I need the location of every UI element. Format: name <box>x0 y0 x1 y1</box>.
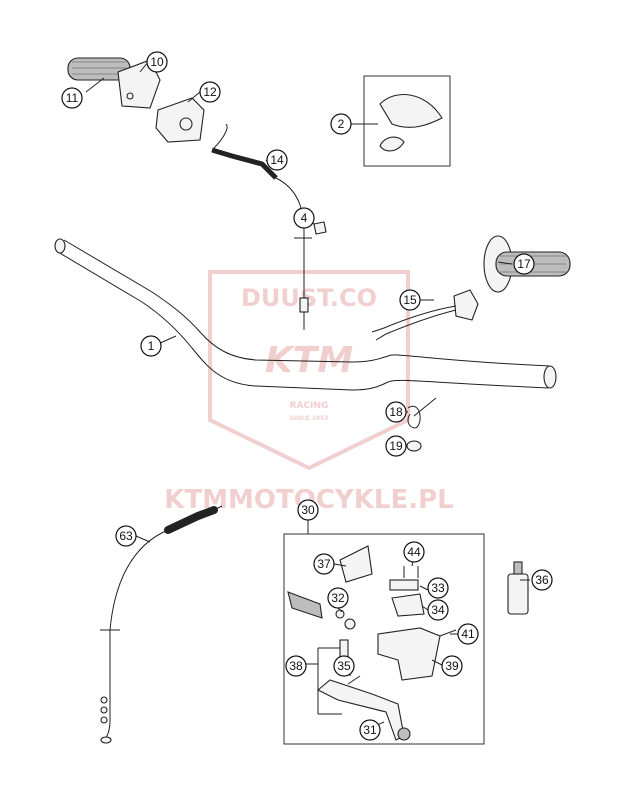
svg-text:34: 34 <box>431 603 445 617</box>
svg-text:1: 1 <box>148 339 155 353</box>
callout-4[interactable]: 4 <box>293 207 315 229</box>
watermark-racing: RACING <box>290 401 329 411</box>
nut-part-19 <box>406 440 422 452</box>
callout-38[interactable]: 38 <box>285 655 307 677</box>
callout-33[interactable]: 33 <box>427 577 449 599</box>
callout-39[interactable]: 39 <box>441 655 463 677</box>
svg-text:35: 35 <box>337 659 351 673</box>
callout-34[interactable]: 34 <box>427 599 449 621</box>
callout-18[interactable]: 18 <box>385 401 407 423</box>
callout-32[interactable]: 32 <box>327 587 349 609</box>
svg-text:17: 17 <box>517 257 531 271</box>
svg-text:10: 10 <box>150 55 164 69</box>
svg-text:33: 33 <box>431 581 445 595</box>
throttle-cable <box>211 123 312 330</box>
svg-text:30: 30 <box>301 503 315 517</box>
watermark-brand-top: DUUST.CO <box>241 284 377 312</box>
clutch-assembly-box <box>283 520 485 745</box>
svg-text:19: 19 <box>389 439 403 453</box>
callout-63[interactable]: 63 <box>115 525 137 547</box>
callout-30[interactable]: 30 <box>297 499 319 521</box>
switch-part-15 <box>371 289 479 341</box>
svg-text:4: 4 <box>301 211 308 225</box>
callout-35[interactable]: 35 <box>333 655 355 677</box>
svg-text:12: 12 <box>203 85 217 99</box>
svg-text:36: 36 <box>535 573 549 587</box>
svg-text:11: 11 <box>66 91 79 105</box>
throttle-housing <box>117 59 161 109</box>
svg-text:44: 44 <box>407 545 421 559</box>
cap-part-4 <box>313 221 327 235</box>
callout-37[interactable]: 37 <box>313 553 335 575</box>
callout-31[interactable]: 31 <box>359 719 381 741</box>
svg-text:32: 32 <box>331 591 345 605</box>
callout-17[interactable]: 17 <box>513 253 535 275</box>
svg-text:63: 63 <box>119 529 133 543</box>
callout-11[interactable]: 11 <box>61 87 83 109</box>
callout-41[interactable]: 41 <box>457 623 479 645</box>
callout-12[interactable]: 12 <box>199 81 221 103</box>
callout-36[interactable]: 36 <box>531 569 553 591</box>
callout-10[interactable]: 10 <box>146 51 168 73</box>
callout-1[interactable]: 1 <box>140 335 162 357</box>
watermark-shield <box>208 270 410 471</box>
svg-text:38: 38 <box>289 659 303 673</box>
svg-text:37: 37 <box>317 557 331 571</box>
svg-text:31: 31 <box>363 723 377 737</box>
clutch-assembly-parts <box>287 545 457 741</box>
fluid-bottle <box>507 561 529 615</box>
svg-text:2: 2 <box>338 117 345 131</box>
svg-text:39: 39 <box>445 659 459 673</box>
svg-text:15: 15 <box>403 293 417 307</box>
callout-44[interactable]: 44 <box>403 541 425 563</box>
callout-14[interactable]: 14 <box>266 149 288 171</box>
callouts: 10 11 12 2 14 4 17 15 1 18 19 30 63 44 3… <box>61 51 553 741</box>
svg-text:14: 14 <box>270 153 284 167</box>
throttle-cover <box>155 97 205 143</box>
clutch-cable <box>100 505 223 744</box>
part-2-box <box>363 75 451 167</box>
clamp-part-18 <box>407 397 437 429</box>
watermark-since: SINCE 1953 <box>290 415 329 422</box>
svg-text:41: 41 <box>461 627 475 641</box>
callout-15[interactable]: 15 <box>399 289 421 311</box>
callout-19[interactable]: 19 <box>385 435 407 457</box>
handlebar <box>54 238 557 391</box>
svg-text:18: 18 <box>389 405 403 419</box>
callout-2[interactable]: 2 <box>330 113 352 135</box>
